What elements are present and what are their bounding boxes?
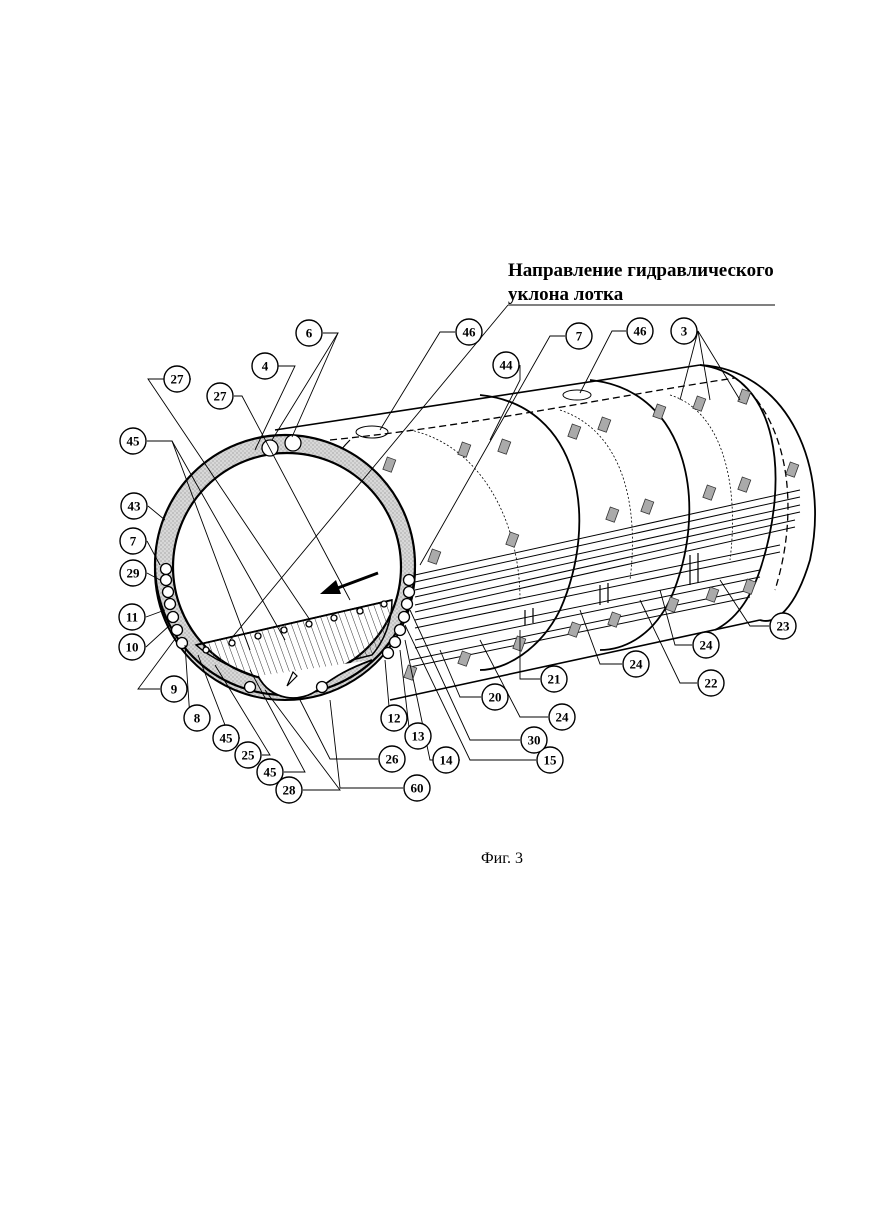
label-43: 43 — [120, 492, 148, 520]
label-45-a: 45 — [119, 427, 147, 455]
svg-text:60: 60 — [411, 781, 424, 796]
label-6: 6 — [295, 319, 323, 347]
label-28: 28 — [275, 776, 303, 804]
svg-text:10: 10 — [126, 640, 139, 655]
svg-text:22: 22 — [705, 676, 718, 691]
label-27-b: 27 — [206, 382, 234, 410]
svg-text:43: 43 — [128, 499, 142, 514]
label-24-a: 24 — [548, 703, 576, 731]
svg-text:8: 8 — [194, 711, 201, 726]
label-46-b: 46 — [626, 317, 654, 345]
label-15: 15 — [536, 746, 564, 774]
label-21: 21 — [540, 665, 568, 693]
label-30: 30 — [520, 726, 548, 754]
label-24-b: 24 — [622, 650, 650, 678]
svg-text:15: 15 — [544, 753, 558, 768]
label-8: 8 — [183, 704, 211, 732]
svg-text:24: 24 — [556, 710, 570, 725]
tray-sensor-icon — [286, 670, 298, 687]
label-11: 11 — [118, 603, 146, 631]
svg-text:21: 21 — [548, 672, 561, 687]
reference-labels: 6 4 27 27 45 43 7 29 11 10 9 8 45 25 45 … — [118, 317, 797, 804]
svg-text:27: 27 — [214, 389, 228, 404]
svg-text:11: 11 — [126, 610, 138, 625]
label-23: 23 — [769, 612, 797, 640]
svg-text:24: 24 — [700, 638, 714, 653]
label-44: 44 — [492, 351, 520, 379]
label-29: 29 — [119, 559, 147, 587]
svg-text:9: 9 — [171, 682, 178, 697]
title-line-2: уклона лотка — [508, 284, 624, 305]
svg-text:12: 12 — [388, 711, 401, 726]
label-20: 20 — [481, 683, 509, 711]
label-7-b: 7 — [565, 322, 593, 350]
svg-text:13: 13 — [412, 729, 426, 744]
label-45-c: 45 — [256, 758, 284, 786]
label-9: 9 — [160, 675, 188, 703]
label-14: 14 — [432, 746, 460, 774]
svg-text:29: 29 — [127, 566, 141, 581]
label-13: 13 — [404, 722, 432, 750]
label-27-a: 27 — [163, 365, 191, 393]
label-3: 3 — [670, 317, 698, 345]
label-45-b: 45 — [212, 724, 240, 752]
svg-text:24: 24 — [630, 657, 644, 672]
label-25: 25 — [234, 741, 262, 769]
label-4: 4 — [251, 352, 279, 380]
svg-text:20: 20 — [489, 690, 502, 705]
svg-text:46: 46 — [463, 325, 477, 340]
svg-text:44: 44 — [500, 358, 514, 373]
svg-text:26: 26 — [386, 752, 400, 767]
tunnel-drawing — [153, 304, 816, 701]
svg-text:30: 30 — [528, 733, 541, 748]
pipe-bundle — [409, 489, 801, 668]
svg-text:45: 45 — [220, 731, 234, 746]
svg-text:4: 4 — [262, 359, 269, 374]
label-26: 26 — [378, 745, 406, 773]
hatch-opening-2 — [562, 389, 592, 401]
svg-text:46: 46 — [634, 324, 648, 339]
svg-text:6: 6 — [306, 326, 313, 341]
svg-text:23: 23 — [777, 619, 791, 634]
label-10: 10 — [118, 633, 146, 661]
label-22: 22 — [697, 669, 725, 697]
svg-text:27: 27 — [171, 372, 185, 387]
label-12: 12 — [380, 704, 408, 732]
svg-text:28: 28 — [283, 783, 297, 798]
label-46-a: 46 — [455, 318, 483, 346]
svg-text:7: 7 — [576, 329, 583, 344]
svg-text:3: 3 — [681, 324, 688, 339]
svg-text:45: 45 — [264, 765, 278, 780]
flow-direction-arrow-icon — [320, 571, 379, 594]
svg-text:25: 25 — [242, 748, 256, 763]
label-24-c: 24 — [692, 631, 720, 659]
title-leader — [229, 304, 509, 641]
hatch-opening-1 — [355, 425, 389, 439]
label-60: 60 — [403, 774, 431, 802]
label-7-a: 7 — [119, 527, 147, 555]
svg-text:45: 45 — [127, 434, 141, 449]
title-line-1: Направление гидравлического — [508, 260, 774, 281]
anchor-studs — [382, 388, 800, 681]
svg-text:14: 14 — [440, 753, 454, 768]
figure-caption: Фиг. 3 — [481, 850, 523, 867]
svg-text:7: 7 — [130, 534, 137, 549]
